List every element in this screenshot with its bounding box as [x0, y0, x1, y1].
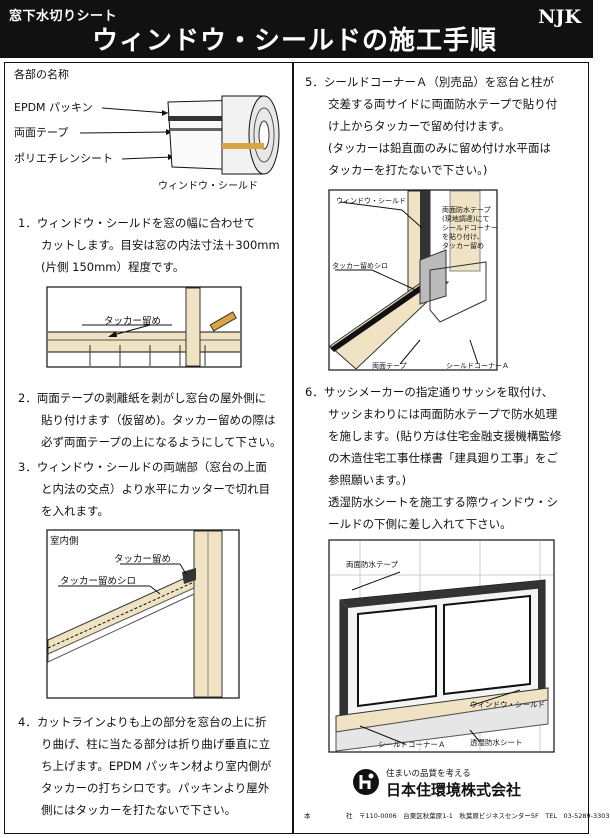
company-logo-icon: [353, 769, 379, 795]
fig5-shield-label: ウィンドウ・シールド: [336, 197, 406, 205]
company-slogan: 住まいの品質を考える: [386, 769, 471, 779]
part-label-sheet: ポリエチレンシート: [14, 152, 113, 165]
content-frame: [4, 62, 589, 834]
step-3-text: 3．ウィンドウ・シールドの両端部（窓台の上面 と内法の交点）より水平にカッターで…: [18, 460, 271, 518]
fig6-shield-label: ウィンドウ・シールド: [470, 700, 545, 709]
address-prefix: 本: [304, 812, 311, 820]
company-name: 日本住環境株式会社: [386, 781, 522, 799]
step-5-figure: [328, 189, 498, 371]
part-label-epdm: EPDM パッキン: [14, 101, 93, 114]
column-divider: [292, 62, 294, 834]
step-2-text: 2．両面テープの剥離紙を剥がし窓台の屋外側に 貼り付けます（仮留め)。タッカー留…: [18, 391, 282, 449]
parts-heading: 各部の名称: [14, 68, 69, 81]
company-address: 社 〒110-0006 台東区秋葉原1-1 秋葉原ビジネスセンター5F TEL …: [346, 812, 610, 820]
step-3-figure: [46, 529, 240, 699]
step-4-text: 4．カットラインよりも上の部分を窓台の上に折 り曲げ、柱に当たる部分は折り曲げ垂…: [18, 715, 272, 817]
step-1-text: 1．ウィンドウ・シールドを窓の幅に合わせて カットします。目安は窓の内法寸法＋3…: [18, 216, 280, 274]
fig3-margin-label: タッカー留めシロ: [60, 576, 137, 587]
fig6-corner-label: シールドコーナーＡ: [378, 740, 446, 749]
part-label-tape: 両面テープ: [14, 126, 69, 139]
fig5-corner-label: シールドコーナーＡ: [446, 362, 509, 370]
fig3-room-label: 室内側: [50, 536, 79, 547]
step-1-figure: [46, 286, 242, 368]
fig5-margin-label: タッカー留めシロ: [332, 262, 388, 270]
fig6-tape-label: 両面防水テープ: [346, 560, 399, 569]
document-subtitle: 窓下水切りシート: [9, 9, 118, 24]
step-5-text: 5．シールドコーナーＡ（別売品）を窓台と柱が 交差する両サイドに両面防水テープで…: [305, 75, 558, 177]
step-6-figure: [328, 539, 555, 753]
fig3-tacker-label: タッカー留め: [114, 554, 172, 565]
parts-caption: ウィンドウ・シールド: [158, 181, 258, 192]
document-title: ウィンドウ・シールドの施工手順: [92, 26, 498, 56]
shield-roll-illustration: [79, 95, 280, 175]
step-6-text: 6．サッシメーカーの指定通りサッシを取付け、 サッシまわりには両面防水テープで防…: [305, 385, 562, 531]
fig5-tape-label: 両面テープ: [372, 362, 407, 370]
brand-logo: NJK: [538, 6, 581, 28]
fig1-tacker-label: タッカー留め: [104, 316, 162, 327]
fig6-sheet-label: 透湿防水シート: [470, 738, 523, 747]
header-banner: 窓下水切りシート ウィンドウ・シールドの施工手順 NJK: [0, 0, 593, 58]
fig5-tape-note: 両面防水テープ (現地調達)にて シールドコーナー を貼り付け、 タッカー留め: [442, 206, 498, 250]
